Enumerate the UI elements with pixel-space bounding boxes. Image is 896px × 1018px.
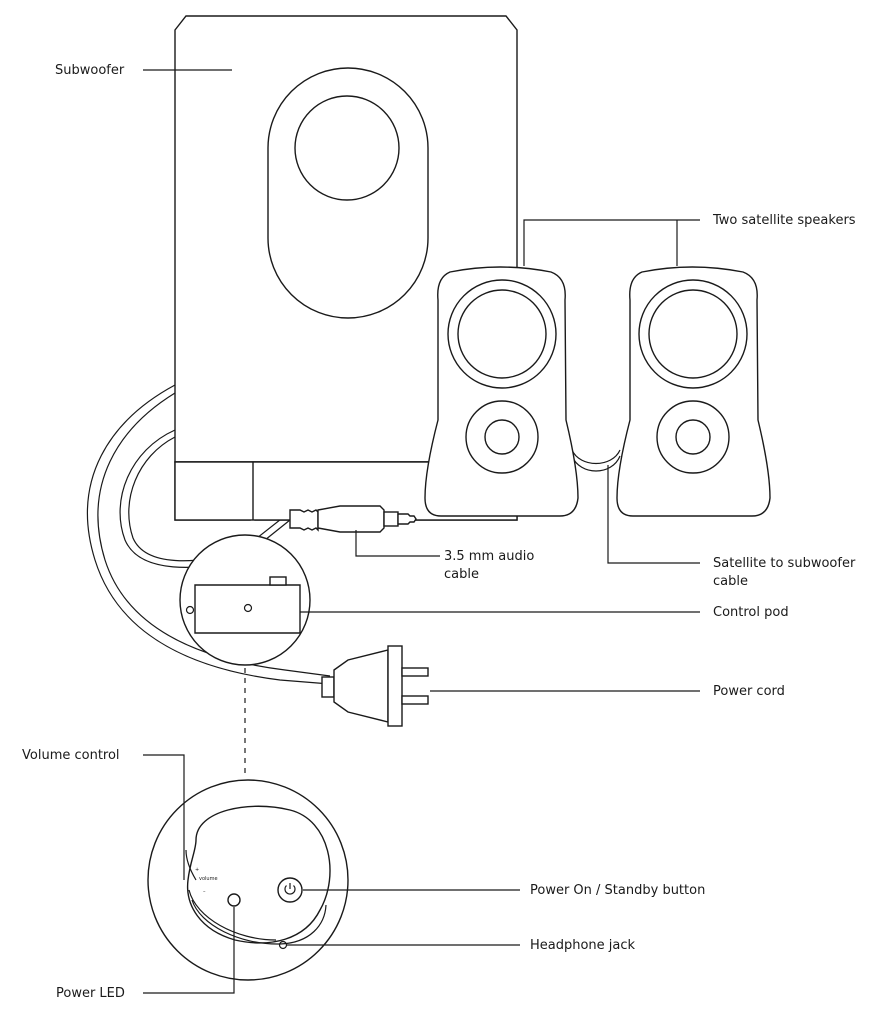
- label-audio-cable-2: cable: [444, 567, 479, 582]
- label-control-pod: Control pod: [713, 605, 789, 620]
- pod-plus-mark: +: [195, 867, 199, 873]
- label-audio-cable-1: 3.5 mm audio: [444, 549, 534, 564]
- label-power-cord: Power cord: [713, 684, 785, 699]
- label-power-led: Power LED: [56, 986, 125, 1001]
- power-icon: [284, 883, 296, 895]
- power-plug: [321, 645, 429, 727]
- label-sat-cable-2: cable: [713, 574, 748, 589]
- label-satellite-speakers: Two satellite speakers: [712, 213, 856, 228]
- label-sat-cable-1: Satellite to subwoofer: [713, 556, 856, 571]
- label-subwoofer: Subwoofer: [55, 63, 125, 78]
- headphone-jack: [278, 940, 288, 950]
- control-pod-detail: + volume –: [147, 779, 349, 981]
- leader-lines: [143, 69, 700, 994]
- pod-minus-mark: –: [203, 889, 206, 895]
- power-standby-button[interactable]: [277, 877, 303, 903]
- power-led: [227, 893, 241, 907]
- subwoofer-driver: [294, 95, 400, 201]
- label-power-button: Power On / Standby button: [530, 883, 705, 898]
- satellite-speaker-right: [616, 266, 771, 517]
- pod-volume-mark: volume: [199, 876, 218, 882]
- label-volume-control: Volume control: [22, 748, 120, 763]
- label-headphone-jack: Headphone jack: [530, 938, 636, 953]
- satellite-link-cable: [571, 449, 621, 472]
- satellite-speaker-left: [424, 266, 579, 517]
- control-pod-top-view: [179, 534, 311, 666]
- audio-jack-plug: [289, 505, 417, 533]
